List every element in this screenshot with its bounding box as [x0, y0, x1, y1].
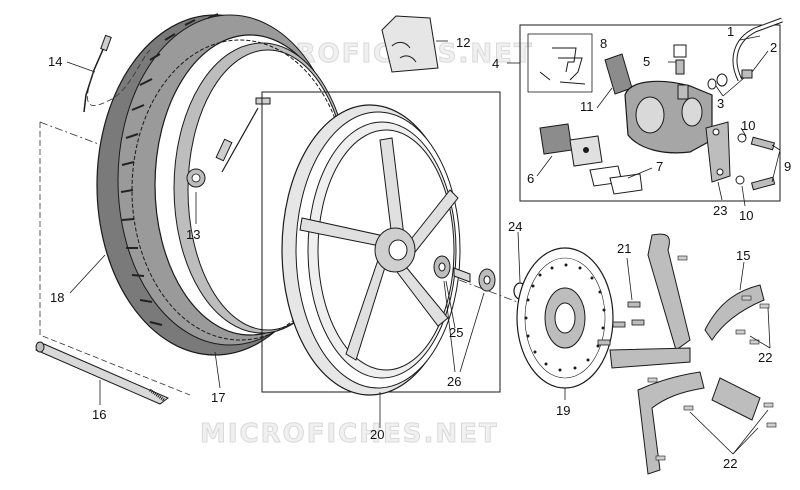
rim	[281, 104, 461, 396]
tread-pattern	[120, 13, 219, 326]
brake-disc	[516, 247, 614, 389]
anti-squeal-shim	[604, 53, 633, 95]
label-7: 7	[656, 159, 663, 174]
caliper-callout-frame	[519, 24, 781, 202]
speedometer-cable	[83, 34, 151, 113]
brake-hose-banjo	[707, 17, 783, 90]
label-8: 8	[600, 36, 607, 51]
hub-spacers	[433, 255, 496, 292]
label-17: 17	[211, 390, 225, 405]
watermark-bottom: MICROFICHES.NET	[200, 419, 499, 449]
label-23: 23	[713, 203, 727, 218]
label-2: 2	[770, 40, 777, 55]
label-15: 15	[736, 248, 750, 263]
label-10a: 10	[741, 118, 755, 133]
label-22a: 22	[758, 350, 772, 365]
label-18: 18	[50, 290, 64, 305]
mudguard-parts	[609, 233, 765, 475]
label-10b: 10	[739, 208, 753, 223]
label-3: 3	[717, 96, 724, 111]
pad-kit-frame	[527, 33, 593, 93]
label-20: 20	[370, 427, 384, 442]
label-1: 1	[727, 24, 734, 39]
caliper-bracket	[705, 121, 731, 183]
brake-caliper	[624, 80, 713, 154]
brake-pads	[539, 123, 603, 167]
label-9: 9	[784, 159, 791, 174]
hardware-bag	[381, 15, 439, 73]
bleed-valve	[673, 44, 687, 75]
label-16: 16	[92, 407, 106, 422]
label-12: 12	[456, 35, 470, 50]
label-24: 24	[508, 219, 522, 234]
label-4: 4	[492, 56, 499, 71]
rim-spokes	[299, 137, 459, 361]
label-13: 13	[186, 227, 200, 242]
pad-retainer-clips	[589, 165, 643, 195]
pad-springs	[539, 47, 586, 85]
axle	[35, 341, 169, 405]
axle-dashed-frame	[39, 122, 191, 396]
caliper-bolts	[735, 133, 776, 191]
disc-bolts	[597, 301, 645, 346]
label-14: 14	[48, 54, 62, 69]
mudguard-screws	[647, 255, 777, 461]
label-22b: 22	[723, 456, 737, 471]
label-25: 25	[449, 325, 463, 340]
leader-lines	[66, 35, 781, 455]
label-19: 19	[556, 403, 570, 418]
disc-holes	[524, 263, 606, 372]
label-6: 6	[527, 171, 534, 186]
label-21: 21	[617, 241, 631, 256]
label-26: 26	[447, 374, 461, 389]
valve-assembly	[186, 97, 271, 188]
callout-numbers: 1 2 3 4 5 6 7 8 9 10 10 11 12 13 14 15 1…	[48, 24, 791, 471]
label-5: 5	[643, 54, 650, 69]
label-11: 11	[580, 99, 594, 114]
